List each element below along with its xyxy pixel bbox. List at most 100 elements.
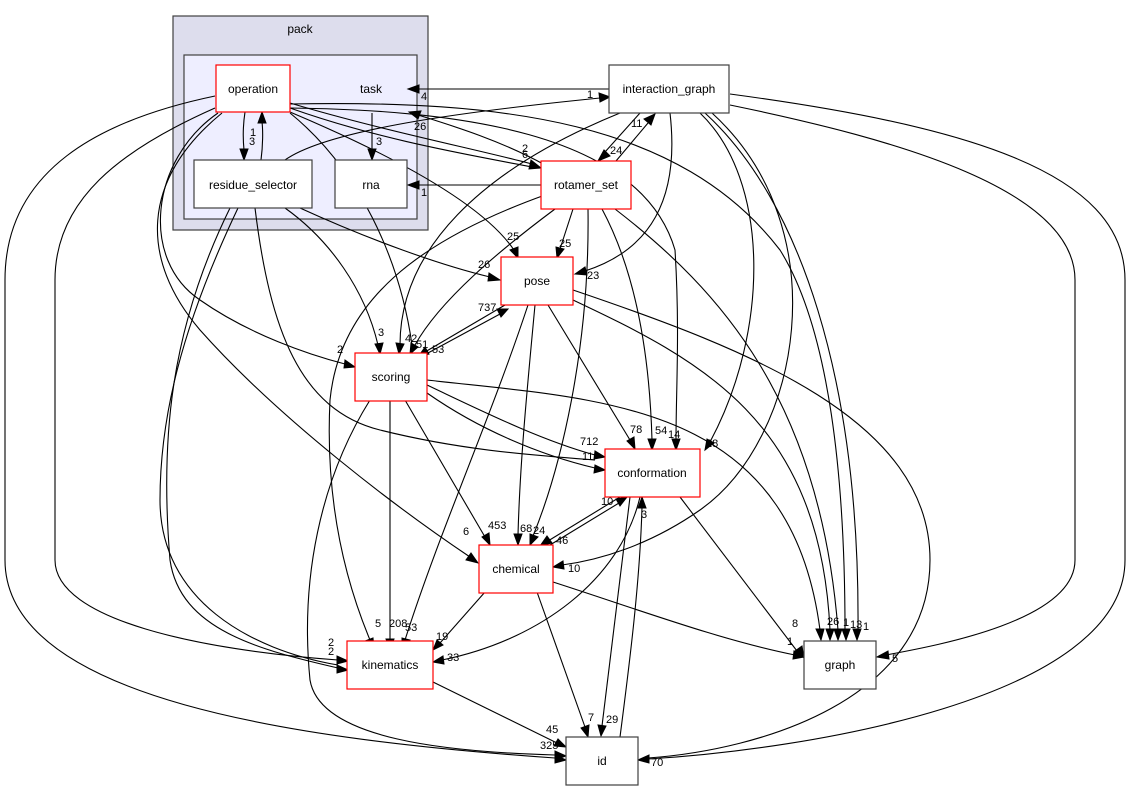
node-residue_selector[interactable]: residue_selector (193, 159, 313, 209)
arrowhead (395, 342, 405, 356)
arrowhead (626, 436, 636, 451)
edge-label: 33 (447, 652, 459, 664)
edge-pose-conformation (547, 304, 631, 441)
edge-operation-conformation (289, 107, 679, 441)
edge-label: 1 (843, 617, 849, 629)
node-operation[interactable]: operation (215, 64, 291, 113)
edge-label: 712 (580, 436, 598, 448)
edge-residue_selector-kinematics-2 (166, 207, 339, 669)
edge-conformation-id (601, 496, 631, 727)
edge-residue_selector-kinematics (159, 207, 339, 666)
edge-label: 2 (328, 646, 334, 658)
node-id[interactable]: id (565, 736, 639, 786)
arrowhead (792, 650, 806, 660)
edge-label: 453 (488, 520, 506, 532)
edge-operation-rotamer_set (289, 102, 533, 165)
edge-label: 6 (463, 526, 469, 538)
arrowhead (554, 750, 568, 761)
edge-operation-kinematics (54, 107, 339, 661)
node-pose[interactable]: pose (500, 256, 574, 306)
node-rna[interactable]: rna (334, 159, 408, 209)
node-scoring-label: scoring (372, 370, 411, 384)
edge-label: 23 (587, 270, 599, 282)
edge-label: 26 (827, 616, 839, 628)
arrowhead (406, 180, 420, 190)
node-kinematics-box (346, 640, 434, 690)
arrowhead (257, 110, 267, 124)
edge-chemical-conformation (549, 502, 620, 546)
edge-label: 26 (414, 121, 426, 133)
arrowhead (487, 272, 502, 282)
edge-label: 10 (568, 563, 580, 575)
edge-label: 1 (787, 636, 793, 648)
arrowhead (580, 724, 590, 739)
edge-scoring-id (306, 399, 556, 756)
arrowhead (833, 628, 843, 642)
arrowhead (431, 655, 445, 665)
edge-residue_selector-interaction_graph (284, 97, 601, 161)
edge-pose-kinematics (404, 304, 529, 641)
edge-operation-rotamer_set-2 (289, 107, 533, 168)
edge-scoring-conformation-2 (426, 392, 596, 469)
arrowhead (598, 92, 612, 103)
edge-interaction_graph-graph (729, 104, 1076, 656)
edge-label: 13 (850, 619, 862, 631)
node-scoring[interactable]: scoring (354, 352, 428, 402)
node-operation-box (215, 64, 291, 113)
arrowhead (593, 464, 607, 474)
edge-operation-id (4, 95, 556, 759)
node-pose-label: pose (524, 274, 550, 288)
edge-interaction_graph-chemical (561, 112, 794, 566)
edge-label: 1 (863, 621, 869, 633)
arrowhead (406, 84, 420, 94)
node-graph-box (803, 640, 877, 690)
edge-id-conformation (619, 506, 643, 738)
edge-pose-scoring (424, 304, 506, 353)
arrowhead (573, 266, 588, 276)
edge-label: 46 (556, 535, 568, 547)
node-kinematics[interactable]: kinematics (346, 640, 434, 690)
arrowhead (815, 628, 825, 642)
edge-label: 6 (522, 149, 528, 161)
arrowhead (596, 149, 611, 163)
edge-rotamer_set-graph (614, 208, 839, 631)
edge-label: 14 (668, 429, 680, 441)
node-interaction_graph-box (608, 64, 730, 114)
arrowhead (432, 639, 444, 652)
edge-operation-graph (289, 102, 846, 631)
edge-label: 53 (432, 344, 444, 356)
node-graph[interactable]: graph (803, 640, 877, 690)
node-scoring-box (354, 352, 428, 402)
edge-label: 25 (559, 238, 571, 250)
arrowhead (513, 533, 523, 547)
edge-label: 1 (587, 89, 593, 101)
edge-label: 5 (375, 618, 381, 630)
edge-label: 3 (378, 327, 384, 339)
edge-label: 78 (630, 424, 642, 436)
arrowhead (593, 450, 607, 460)
edge-interaction_graph-graph-2 (704, 112, 859, 631)
node-chemical[interactable]: chemical (478, 544, 554, 594)
edge-kinematics-id (432, 681, 558, 744)
node-conformation[interactable]: conformation (604, 448, 701, 498)
edge-interaction_graph-rotamer_set (604, 112, 641, 153)
arrowhead (336, 664, 350, 674)
edge-labels: 4 1 26 1 3 3 1 2 6 11 24 25 25 26 23 737… (249, 89, 898, 769)
edge-label: 51 (416, 339, 428, 351)
edge-conformation-graph (679, 496, 798, 652)
arrowhead (637, 495, 647, 509)
edge-operation-scoring-2 (289, 112, 413, 346)
node-rotamer_set-box (540, 160, 632, 210)
arrowhead (825, 628, 835, 642)
edge-pose-graph (572, 299, 831, 631)
node-interaction_graph-label: interaction_graph (623, 82, 716, 96)
node-id-box (565, 736, 639, 786)
arrowhead (465, 552, 480, 564)
arrowhead (553, 738, 568, 748)
arrowhead (615, 496, 629, 507)
node-conformation-label: conformation (617, 466, 686, 480)
edges (4, 84, 1126, 764)
node-interaction_graph[interactable]: interaction_graph (608, 64, 730, 114)
node-rotamer_set[interactable]: rotamer_set (540, 160, 632, 210)
